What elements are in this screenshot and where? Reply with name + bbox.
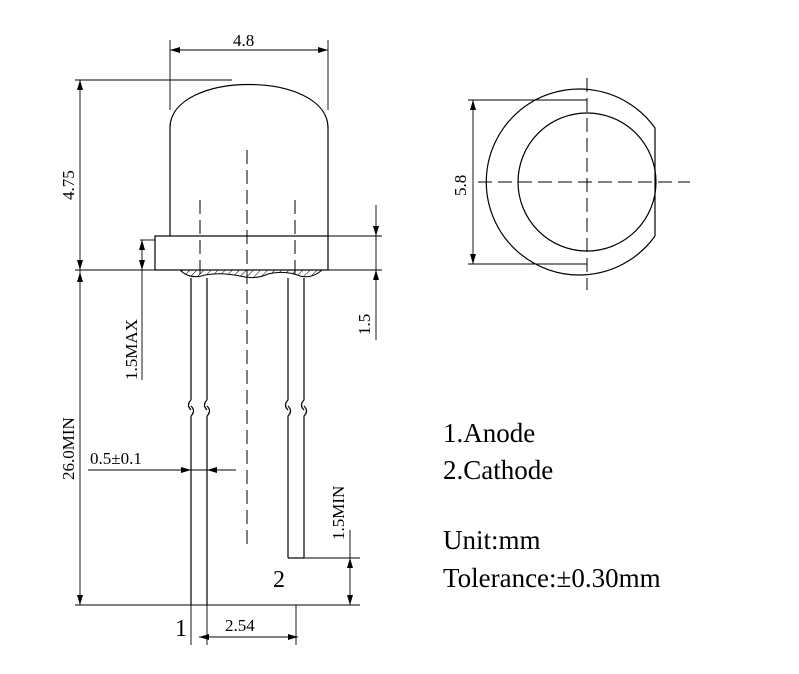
dim-standoff: 1.5MAX bbox=[122, 319, 141, 380]
side-view: 4.8 4.75 26.0MIN 1.5MAX 1.5 0.5±0.1 1.5M… bbox=[59, 31, 382, 645]
legend-cathode: 2.Cathode bbox=[443, 455, 553, 485]
lead-cathode bbox=[284, 278, 308, 559]
top-view: 5.8 bbox=[451, 78, 690, 290]
pin-1-label: 1 bbox=[175, 616, 187, 642]
flange-outline bbox=[485, 88, 656, 276]
legend-tolerance: Tolerance:±0.30mm bbox=[443, 563, 661, 593]
legend-anode: 1.Anode bbox=[443, 418, 535, 448]
epoxy-meniscus bbox=[178, 269, 324, 279]
lens-outline bbox=[169, 84, 329, 236]
dim-flange-height: 1.5 bbox=[355, 314, 374, 335]
dim-top-width: 4.8 bbox=[233, 31, 254, 50]
flange bbox=[154, 235, 329, 271]
pin-2-label: 2 bbox=[273, 567, 285, 593]
dim-lead-length: 26.0MIN bbox=[59, 417, 78, 480]
legend: 1.Anode 2.Cathode Unit:mm Tolerance:±0.3… bbox=[443, 418, 661, 593]
lead-anode bbox=[187, 278, 211, 605]
legend-unit: Unit:mm bbox=[443, 525, 541, 555]
dim-lead-width: 0.5±0.1 bbox=[90, 449, 142, 468]
dim-lens-height: 4.75 bbox=[59, 170, 78, 200]
dim-lead-pitch: 2.54 bbox=[225, 616, 255, 635]
dim-cathode-short: 1.5MIN bbox=[329, 486, 348, 540]
dim-flange-diameter: 5.8 bbox=[451, 175, 470, 196]
